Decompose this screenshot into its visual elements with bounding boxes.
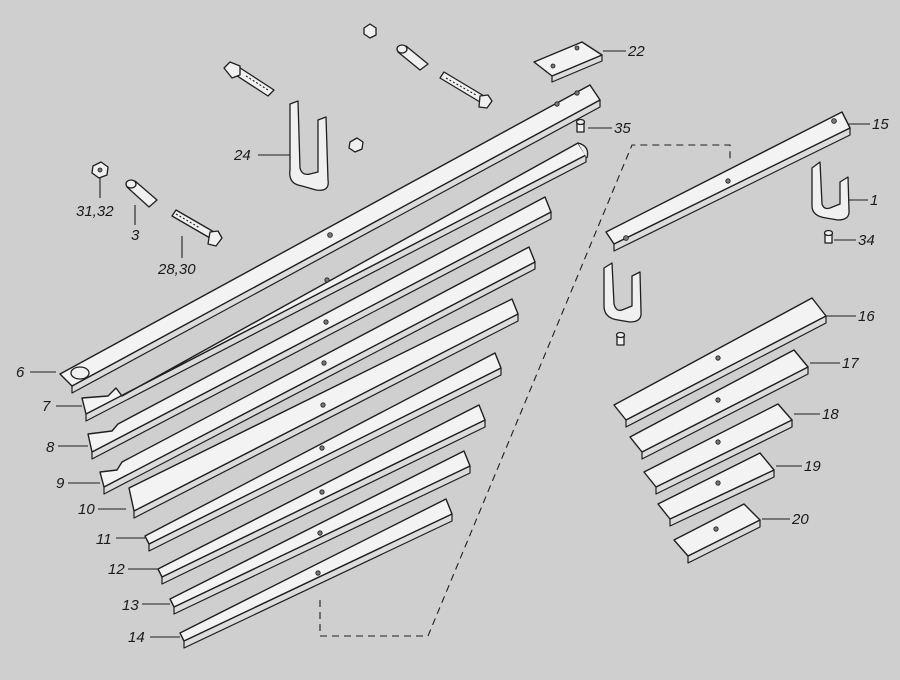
leaf-14 [179,498,453,649]
u-bolt-middle [603,262,642,323]
right-group [319,111,851,637]
callout-28-30: 28,30 [157,261,196,278]
callout-35: 35 [614,120,631,137]
callout-18: 18 [822,406,839,423]
callout-13: 13 [122,597,139,614]
callout-8: 8 [46,439,55,456]
sleeve-top [396,44,429,71]
sleeve-3 [125,179,158,208]
leaf-16 [613,297,827,428]
callout-24: 24 [233,147,251,164]
leaf-11 [144,352,502,552]
leaf-18 [643,403,793,495]
leader-lines [30,50,870,638]
nut-top [363,23,377,39]
nut-right [348,137,364,153]
callout-labels: 6 7 8 9 10 11 12 13 14 31,32 3 28,30 24 … [16,43,889,646]
leaf-12 [157,404,486,585]
plate-22 [533,41,603,83]
callout-11: 11 [96,531,112,548]
u-bolt-24 [289,100,329,191]
bolt-top-long [223,61,275,97]
main-leaf-stack [59,84,601,649]
callout-1: 1 [870,192,878,209]
leaf-7 [81,142,589,422]
callout-31-32: 31,32 [76,203,114,220]
hardware-group [91,23,603,247]
callout-10: 10 [78,501,95,518]
callout-7: 7 [42,398,51,415]
bolt-28-30 [171,209,223,247]
callout-34: 34 [858,232,875,249]
callout-6: 6 [16,364,25,381]
leaf-13 [169,450,471,615]
leaf-6-master [59,84,601,394]
bolt-middle [615,331,626,346]
bolt-34 [823,229,834,244]
leaf-19 [657,452,775,527]
leaf-8 [87,196,552,460]
callout-17: 17 [842,355,859,372]
callout-14: 14 [128,629,145,646]
leaf-17 [629,349,809,460]
bolt-35 [575,118,586,133]
callout-3: 3 [131,227,140,244]
callout-9: 9 [56,475,65,492]
dashed-group-outline [319,144,731,637]
callout-19: 19 [804,458,821,475]
bolt-top-right [439,71,493,109]
callout-16: 16 [858,308,875,325]
callout-20: 20 [791,511,809,528]
leaf-15 [605,111,851,252]
callout-15: 15 [872,116,889,133]
u-bolt-1 [811,161,850,221]
leaf-10 [128,298,519,519]
callout-22: 22 [627,43,645,60]
callout-12: 12 [108,561,125,578]
leaf-9 [99,246,536,495]
leaf-20 [673,503,761,564]
